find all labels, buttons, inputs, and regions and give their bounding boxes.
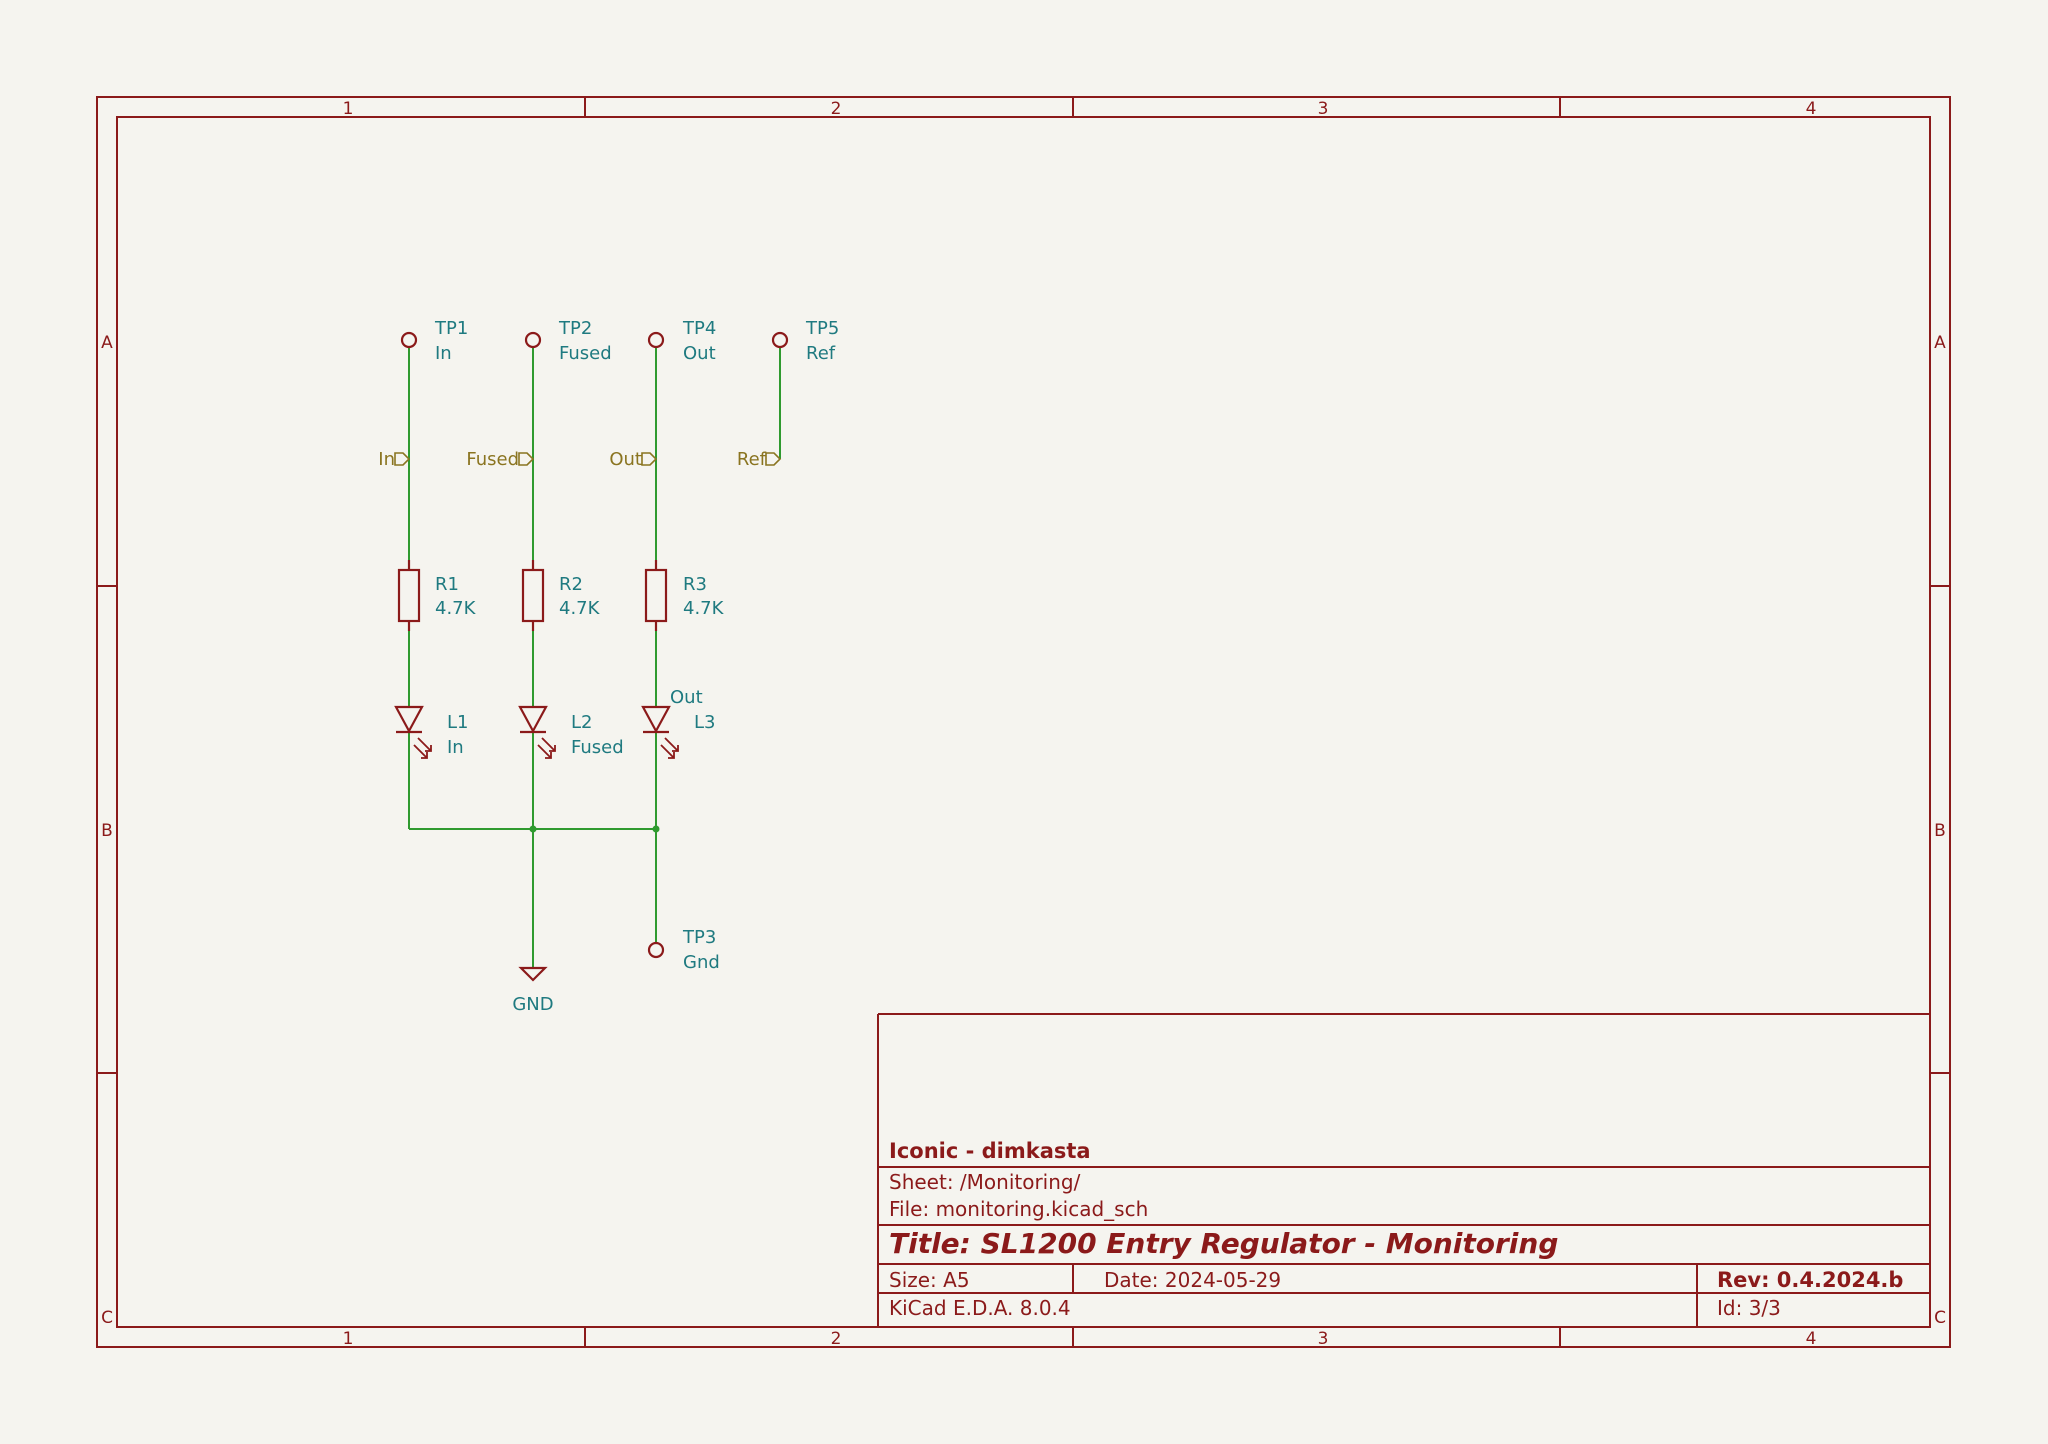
global-label-ref[interactable]: Ref <box>737 449 782 470</box>
led-ref: L2 <box>571 712 592 733</box>
led-value: Fused <box>571 737 624 758</box>
test-point-icon <box>647 331 665 349</box>
resistor-ref: R1 <box>435 574 459 595</box>
test-point-icon <box>647 941 665 959</box>
light-emission-icon <box>413 737 432 759</box>
led-value: In <box>447 737 464 758</box>
resistor-icon <box>397 568 421 623</box>
tb-size: Size: A5 <box>889 1268 970 1292</box>
tp-ref: TP2 <box>558 318 592 339</box>
power-symbol-gnd[interactable]: GND <box>512 966 554 1015</box>
tp-value: Out <box>683 343 716 364</box>
global-label-text: Out <box>609 449 642 470</box>
global-label-arrow-icon <box>394 452 411 466</box>
tp-ref: TP3 <box>682 927 716 948</box>
junction-dot <box>652 825 660 833</box>
tp-value: In <box>435 343 452 364</box>
led-ref: L1 <box>447 712 468 733</box>
tb-tool: KiCad E.D.A. 8.0.4 <box>889 1296 1071 1320</box>
test-point-tp3[interactable]: TP3 Gnd <box>647 927 720 973</box>
global-label-in[interactable]: In <box>378 449 411 470</box>
tp-value: Ref <box>806 343 836 364</box>
col-label-top-4: 4 <box>1806 99 1817 119</box>
wires <box>408 348 781 968</box>
col-label-top-2: 2 <box>831 99 842 119</box>
col-label-bottom-4: 4 <box>1806 1329 1817 1349</box>
resistor-icon <box>521 568 545 623</box>
junction-dot <box>529 825 537 833</box>
light-emission-icon <box>537 737 556 759</box>
tb-file: File: monitoring.kicad_sch <box>889 1197 1148 1221</box>
light-emission-icon <box>660 737 679 759</box>
tb-sheet: Sheet: /Monitoring/ <box>889 1170 1081 1194</box>
row-label-right-b: B <box>1934 821 1946 841</box>
outer-frame <box>96 96 1951 1348</box>
global-label-fused[interactable]: Fused <box>466 449 535 470</box>
tp-ref: TP1 <box>434 318 468 339</box>
test-point-tp2[interactable]: TP2 Fused <box>524 318 612 364</box>
global-label-arrow-icon <box>641 452 658 466</box>
col-label-bottom-3: 3 <box>1318 1329 1329 1349</box>
col-label-top-3: 3 <box>1318 99 1329 119</box>
tp-ref: TP5 <box>805 318 839 339</box>
led-icon <box>518 705 548 734</box>
tb-date: Date: 2024-05-29 <box>1104 1268 1281 1292</box>
row-label-left-c: C <box>101 1308 113 1328</box>
title-block: Iconic - dimkasta Sheet: /Monitoring/ Fi… <box>877 1013 1930 1327</box>
row-label-left-a: A <box>101 333 113 353</box>
inner-frame <box>116 116 1931 1328</box>
tb-rev: Rev: 0.4.2024.b <box>1717 1268 1903 1292</box>
drawing-frame: 1 2 3 4 1 2 3 4 A B C A B C <box>96 96 1951 1349</box>
global-label-text: In <box>378 449 395 470</box>
tp-value: Fused <box>559 343 612 364</box>
test-point-icon <box>771 331 789 349</box>
resistor-r1[interactable]: R1 4.7K <box>397 560 477 631</box>
test-point-tp1[interactable]: TP1 In <box>400 318 468 364</box>
col-label-bottom-1: 1 <box>343 1329 354 1349</box>
resistor-ref: R2 <box>559 574 583 595</box>
resistor-value: 4.7K <box>559 598 601 619</box>
tp-ref: TP4 <box>682 318 716 339</box>
resistor-value: 4.7K <box>435 598 477 619</box>
test-point-tp4[interactable]: TP4 Out <box>647 318 716 364</box>
led-icon <box>394 705 424 734</box>
resistor-icon <box>644 568 668 623</box>
led-icon <box>641 705 671 734</box>
gnd-label: GND <box>512 994 553 1015</box>
ground-icon <box>518 966 548 982</box>
resistor-value: 4.7K <box>683 598 725 619</box>
resistor-ref: R3 <box>683 574 707 595</box>
row-label-left-b: B <box>101 821 113 841</box>
col-label-bottom-2: 2 <box>831 1329 842 1349</box>
resistor-r2[interactable]: R2 4.7K <box>521 560 601 631</box>
resistor-r3[interactable]: R3 4.7K <box>644 560 725 631</box>
led-l1[interactable]: L1 In <box>394 705 468 759</box>
tb-company: Iconic - dimkasta <box>889 1139 1091 1163</box>
global-label-text: Fused <box>466 449 519 470</box>
global-label-out[interactable]: Out <box>609 449 658 470</box>
row-label-right-a: A <box>1934 333 1946 353</box>
global-label-arrow-icon <box>518 452 535 466</box>
test-point-tp5[interactable]: TP5 Ref <box>771 318 839 364</box>
row-label-right-c: C <box>1934 1308 1946 1328</box>
test-point-icon <box>400 331 418 349</box>
led-l2[interactable]: L2 Fused <box>518 705 624 759</box>
global-label-arrow-icon <box>765 452 782 466</box>
tb-id: Id: 3/3 <box>1717 1296 1781 1320</box>
global-label-text: Ref <box>737 449 767 470</box>
tp-value: Gnd <box>683 952 720 973</box>
test-point-icon <box>524 331 542 349</box>
led-value: Out <box>670 687 703 708</box>
tb-title: Title: SL1200 Entry Regulator - Monitori… <box>889 1227 1558 1260</box>
col-label-top-1: 1 <box>343 99 354 119</box>
led-l3[interactable]: Out L3 <box>641 687 715 759</box>
led-ref: L3 <box>694 712 715 733</box>
